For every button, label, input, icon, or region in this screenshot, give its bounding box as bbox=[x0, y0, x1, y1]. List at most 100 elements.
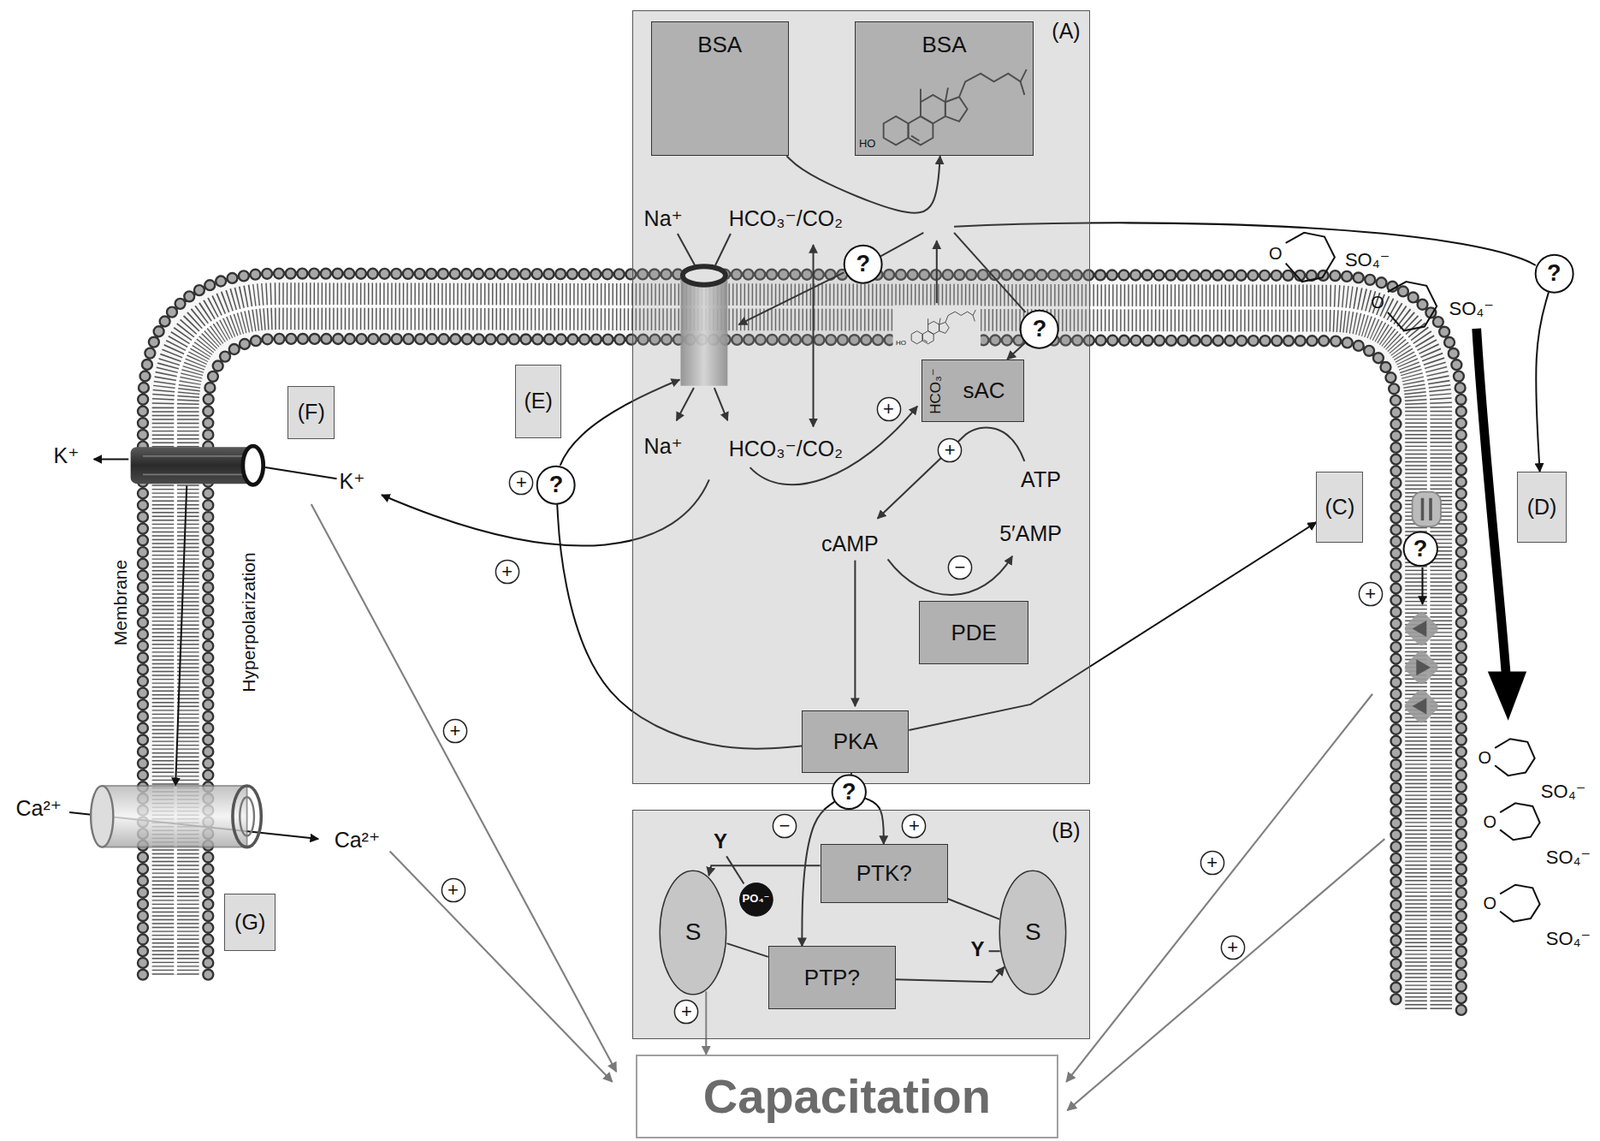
effect-sign: + bbox=[877, 397, 901, 421]
molecule-box: HCO₃⁻sAC bbox=[921, 359, 1025, 423]
node-text: + bbox=[944, 440, 956, 460]
phosphate-tag: PO₄⁻ bbox=[739, 882, 774, 917]
scramblase-complex bbox=[1412, 491, 1441, 528]
node-outline bbox=[675, 999, 699, 1023]
node-outline bbox=[1358, 582, 1382, 606]
pathway-panel: (B)−+PTK?PO₄⁻SSPTP?+ bbox=[632, 809, 1090, 1039]
group-label: SO₄⁻ bbox=[1546, 928, 1591, 949]
calcium-channel bbox=[239, 796, 255, 836]
node-outline bbox=[1220, 935, 1245, 959]
node-text: + bbox=[1206, 853, 1218, 872]
effect-sign: + bbox=[901, 813, 926, 838]
unknown-step: ? bbox=[831, 774, 867, 810]
atom-label: O bbox=[1268, 243, 1283, 263]
node-text: + bbox=[882, 399, 895, 419]
metabolite-label: cAMP bbox=[821, 532, 879, 557]
potassium-channel bbox=[242, 445, 264, 485]
node-text: (E) bbox=[523, 389, 552, 414]
scramblase-complex bbox=[1402, 610, 1440, 648]
group-label: SO₄⁻ bbox=[1540, 781, 1586, 802]
potassium-channel bbox=[142, 455, 243, 457]
atom-label: O bbox=[1482, 811, 1497, 831]
potassium-channel bbox=[130, 446, 255, 484]
node-text: PDE bbox=[950, 620, 996, 646]
node-outline bbox=[443, 718, 467, 742]
node-text: ? bbox=[855, 251, 871, 278]
sulfogalactolipid bbox=[1285, 232, 1541, 922]
calcium-channel bbox=[101, 785, 247, 848]
ion-label: Ca²⁺ bbox=[334, 828, 380, 853]
node-outline bbox=[772, 813, 796, 837]
ion-label: Na⁺ bbox=[644, 435, 683, 460]
node-text: (D) bbox=[1527, 495, 1558, 520]
effect-sign: + bbox=[443, 718, 468, 743]
sulfogalactolipid bbox=[1494, 738, 1535, 776]
scramblase-complex bbox=[1421, 497, 1425, 521]
node-outline bbox=[739, 882, 773, 916]
scramblase-complex bbox=[1412, 698, 1428, 715]
node-text: + bbox=[908, 816, 920, 836]
sulfogalactolipid bbox=[1499, 884, 1541, 922]
scramblase-complex bbox=[1416, 658, 1431, 676]
node-outline bbox=[1403, 532, 1437, 566]
node-outline bbox=[938, 438, 962, 462]
ion-label: K⁺ bbox=[339, 469, 366, 494]
node-text: Capacitation bbox=[703, 1069, 991, 1123]
node-text: − bbox=[778, 816, 790, 836]
sulfogalactolipid bbox=[1387, 281, 1437, 331]
effect-sign: + bbox=[937, 438, 962, 463]
translocation-arrow bbox=[1487, 671, 1527, 721]
effect-sign: + bbox=[495, 559, 520, 584]
unknown-step: ? bbox=[1019, 309, 1059, 349]
ion-label: K⁺ bbox=[53, 444, 80, 469]
node-text: + bbox=[1364, 584, 1376, 604]
panel-letter: (C) bbox=[1315, 471, 1363, 543]
group-label: HO bbox=[895, 338, 907, 347]
sulfogalactolipid bbox=[1499, 802, 1541, 840]
node-outline bbox=[1000, 870, 1067, 995]
node-text: ? bbox=[841, 779, 857, 806]
node-text: + bbox=[1226, 937, 1239, 957]
node-text: PKA bbox=[833, 728, 878, 754]
panel-letter: (F) bbox=[287, 385, 335, 439]
flow-line bbox=[1421, 567, 1423, 605]
scramblase-complex bbox=[1402, 610, 1440, 725]
unknown-step: ? bbox=[843, 244, 883, 284]
calcium-channel bbox=[90, 785, 113, 848]
outcome-box: Capacitation bbox=[635, 1054, 1059, 1138]
flow-line bbox=[265, 467, 337, 479]
node-text: BSA bbox=[922, 32, 967, 58]
scramblase-complex bbox=[1402, 491, 1441, 725]
residue-label: Y bbox=[970, 937, 984, 960]
molecule-box: PTP? bbox=[768, 945, 896, 1009]
node-text: (C) bbox=[1325, 495, 1356, 520]
substrate-oval: S bbox=[658, 868, 728, 996]
scramblase-complex bbox=[1402, 687, 1440, 725]
molecule-box: BSA bbox=[651, 21, 789, 156]
node-outline bbox=[537, 465, 575, 504]
effect-sign: + bbox=[509, 470, 534, 495]
node-text: ? bbox=[1546, 260, 1562, 287]
metabolite-label: ATP bbox=[1020, 468, 1061, 492]
unknown-step: ? bbox=[536, 465, 575, 504]
node-outline bbox=[844, 245, 883, 284]
effect-line bbox=[311, 503, 617, 1072]
scramblase-complex bbox=[1428, 497, 1433, 521]
effect-sign: + bbox=[1220, 935, 1245, 960]
node-outline bbox=[877, 397, 901, 421]
node-outline bbox=[948, 555, 972, 579]
potassium-channel bbox=[130, 445, 264, 485]
node-text: PTK? bbox=[856, 860, 913, 886]
atom-label: O bbox=[1482, 893, 1497, 913]
node-text: PTP? bbox=[804, 965, 860, 990]
node-outline bbox=[659, 870, 726, 995]
ion-label: HCO₃⁻/CO₂ bbox=[728, 207, 843, 232]
node-text: (F) bbox=[297, 400, 326, 425]
node-text: ? bbox=[1032, 316, 1048, 343]
process-label: Hyperpolarization bbox=[238, 552, 259, 693]
node-text: ? bbox=[1413, 536, 1429, 563]
scramblase-complex bbox=[1402, 648, 1440, 687]
node-text: PO₄⁻ bbox=[742, 892, 771, 905]
potassium-channel bbox=[142, 474, 243, 476]
